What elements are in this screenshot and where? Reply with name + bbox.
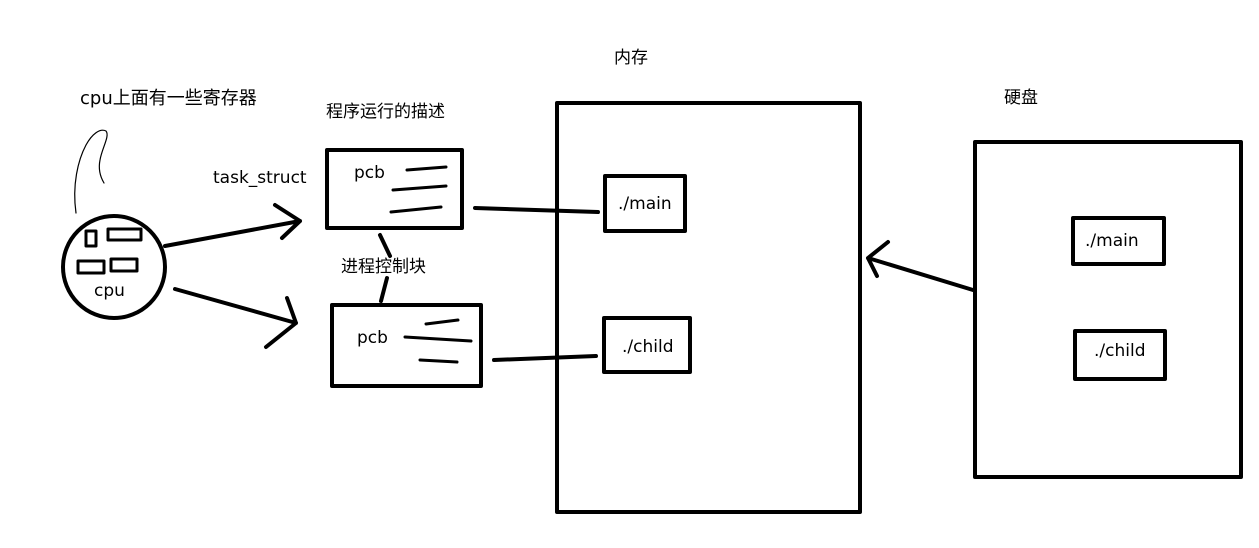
memory-box xyxy=(555,101,862,514)
cpu-label: cpu xyxy=(94,281,125,301)
pcb-bottom-line-1 xyxy=(424,318,460,326)
link-pcb-top-to-mem-main xyxy=(473,206,600,214)
link-pcb-bottom-to-mem-child xyxy=(492,354,598,362)
arrow-disk-to-memory xyxy=(866,240,975,292)
cpu-register-1 xyxy=(84,229,98,248)
mem-child-box xyxy=(602,316,692,374)
mem-main-label: ./main xyxy=(618,194,672,214)
pcb-box-top xyxy=(325,148,464,230)
disk-main-box xyxy=(1071,216,1166,266)
disk-label: 硬盘 xyxy=(1004,88,1038,108)
pcb-top-line-2 xyxy=(391,184,448,192)
cpu-register-2 xyxy=(106,227,143,242)
registers-note: cpu上面有一些寄存器 xyxy=(80,88,257,109)
pcb-top-label: pcb xyxy=(354,163,385,183)
disk-box xyxy=(973,140,1243,479)
disk-child-label: ./child xyxy=(1094,341,1146,361)
memory-label: 内存 xyxy=(614,48,648,68)
pcb-connector xyxy=(378,233,392,303)
disk-child-box xyxy=(1073,329,1167,381)
cpu-register-4 xyxy=(109,257,139,273)
pcb-box-bottom xyxy=(330,303,483,388)
process-control-block-label: 进程控制块 xyxy=(341,257,426,277)
task-struct-label: task_struct xyxy=(213,168,307,188)
register-pointer-scribble xyxy=(74,129,108,214)
disk-main-label: ./main xyxy=(1085,231,1139,251)
arrow-cpu-to-pcb-bottom xyxy=(173,287,298,349)
arrow-cpu-to-pcb-top xyxy=(163,203,302,248)
pcb-bottom-label: pcb xyxy=(357,328,388,348)
mem-main-box xyxy=(603,174,687,233)
pcb-top-line-1 xyxy=(405,165,448,172)
mem-child-label: ./child xyxy=(622,337,674,357)
cpu-register-3 xyxy=(76,259,106,275)
pcb-bottom-line-2 xyxy=(403,335,473,343)
cpu-circle xyxy=(61,214,167,320)
program-description-label: 程序运行的描述 xyxy=(326,102,445,122)
pcb-top-line-3 xyxy=(389,205,443,214)
pcb-bottom-line-3 xyxy=(418,358,459,364)
